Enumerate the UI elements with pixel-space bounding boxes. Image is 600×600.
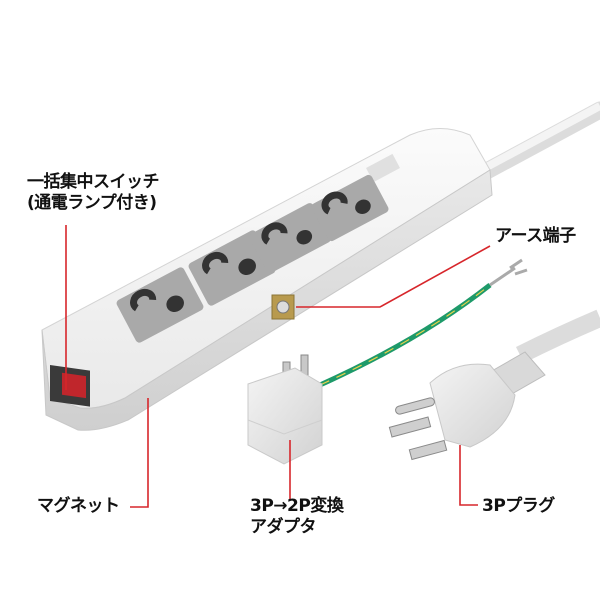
outlet-2 [188,230,276,306]
callout-line-plug [459,445,478,506]
callout-lines [65,225,491,508]
label-switch-line1: 一括集中スイッチ [27,172,160,192]
label-adapter: 3P→2P変換 アダプタ [250,496,344,538]
label-adapter-line2: アダプタ [250,517,317,537]
power-switch [50,365,90,407]
earth-terminal [271,294,295,320]
label-magnet: マグネット [37,496,120,516]
label-switch-line2: (通電ランプ付き) [27,193,157,213]
outlet-4 [311,174,389,242]
ground-wire [318,258,528,388]
power-cable-top [461,101,600,189]
callout-line-earth [296,245,491,308]
plug-3p [388,309,600,461]
label-earth-terminal: アース端子 [495,226,576,246]
adapter-3p-2p [247,354,323,465]
label-adapter-line1: 3P→2P変換 [250,496,344,516]
outlet-3 [249,203,331,273]
callout-line-magnet [130,398,149,508]
label-plug: 3Pプラグ [482,496,555,516]
label-switch: 一括集中スイッチ (通電ランプ付き) [27,172,160,214]
outlet-1 [116,267,204,343]
